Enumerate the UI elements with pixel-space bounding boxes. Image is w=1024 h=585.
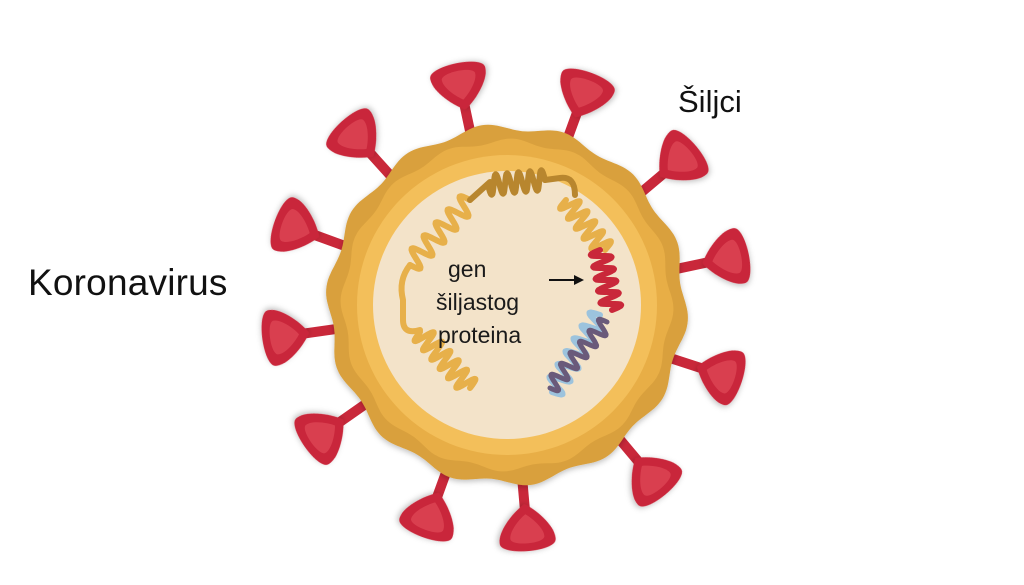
diagram-title: Koronavirus bbox=[28, 262, 228, 303]
spikes-label: Šiljci bbox=[678, 84, 742, 119]
gene-label-line-1: gen bbox=[448, 256, 487, 282]
gene-label-line-2: šiljastog bbox=[436, 289, 520, 315]
rna-coil bbox=[485, 167, 548, 198]
rna-coil bbox=[411, 329, 479, 391]
rna-link bbox=[542, 174, 578, 198]
arrow-right-icon bbox=[549, 275, 584, 285]
rna-link bbox=[398, 262, 423, 335]
gene-label-line-3: proteina bbox=[438, 322, 522, 348]
gene-coil-purple bbox=[547, 316, 610, 394]
rna-coil bbox=[407, 193, 473, 272]
rna-strand-group bbox=[398, 167, 625, 398]
spike-gene-coil bbox=[587, 247, 625, 313]
rna-coil bbox=[557, 197, 614, 253]
